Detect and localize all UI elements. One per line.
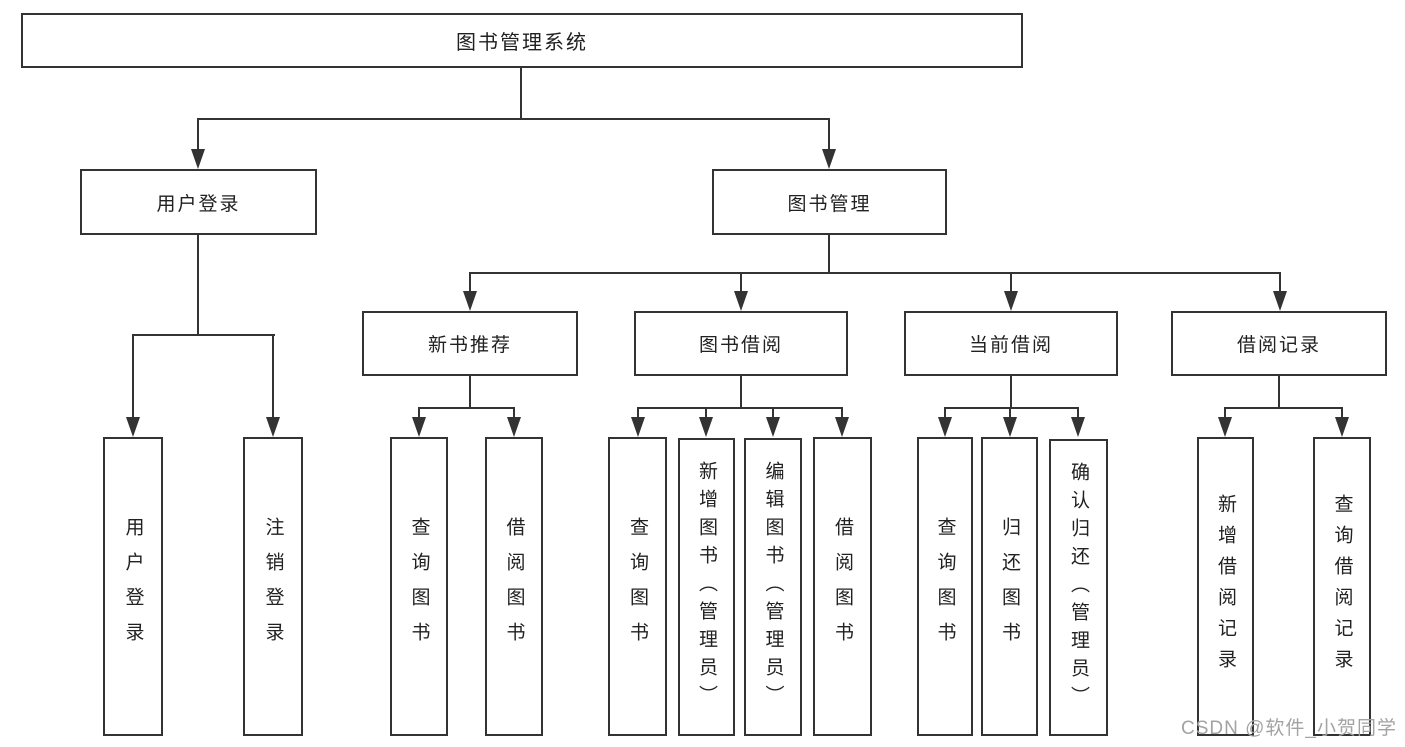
connector-line (944, 407, 946, 419)
connector-line (1224, 407, 1343, 409)
arrow-down-icon (1335, 417, 1349, 437)
leaf-confirm-return-admin: 确认归还（管理员） (1049, 439, 1108, 736)
arrow-down-icon (938, 417, 952, 437)
arrow-down-icon (126, 417, 140, 437)
csdn-watermark: CSDN @软件_小贺同学 (1181, 718, 1397, 739)
connector-line (637, 407, 843, 409)
leaf-add-book-admin: 新增图书（管理员） (678, 438, 735, 736)
connector-line (132, 334, 134, 419)
leaf-user-login: 用户登录 (103, 437, 163, 736)
connector-line (1010, 272, 1012, 294)
node-root-library-system: 图书管理系统 (21, 13, 1023, 68)
node-current-borrow: 当前借阅 (904, 311, 1118, 376)
arrow-down-icon (1218, 417, 1232, 437)
connector-line (772, 407, 774, 419)
node-user-login: 用户登录 (80, 169, 317, 235)
arrow-down-icon (1071, 417, 1085, 437)
connector-line (1010, 376, 1012, 407)
connector-line (418, 407, 420, 419)
arrow-down-icon (631, 417, 645, 437)
connector-line (740, 376, 742, 407)
connector-line (841, 407, 843, 419)
arrow-down-icon (1003, 417, 1017, 437)
leaf-return-book: 归还图书 (981, 437, 1038, 736)
node-book-borrow: 图书借阅 (634, 311, 848, 376)
connector-line (740, 272, 742, 294)
connector-line (197, 118, 830, 120)
leaf-borrow-books-recommend: 借阅图书 (485, 437, 543, 736)
connector-line (1279, 272, 1281, 294)
arrow-down-icon (412, 417, 426, 437)
node-new-book-recommend: 新书推荐 (362, 311, 578, 376)
connector-line (513, 407, 515, 419)
connector-line (1341, 407, 1343, 419)
arrow-down-icon (734, 291, 748, 311)
arrow-down-icon (766, 417, 780, 437)
arrow-down-icon (1273, 291, 1287, 311)
connector-line (469, 272, 1281, 274)
connector-line (1278, 376, 1280, 407)
arrow-down-icon (507, 417, 521, 437)
connector-line (944, 407, 1078, 409)
arrow-down-icon (822, 149, 836, 169)
connector-line (132, 334, 275, 336)
arrow-down-icon (191, 149, 205, 169)
connector-line (469, 376, 471, 407)
arrow-down-icon (1004, 291, 1018, 311)
arrow-down-icon (463, 291, 477, 311)
leaf-borrow-books: 借阅图书 (813, 437, 872, 736)
connector-line (828, 118, 830, 151)
leaf-query-borrow-record: 查询借阅记录 (1313, 437, 1371, 736)
connector-line (197, 118, 199, 151)
leaf-logout: 注销登录 (243, 437, 303, 736)
arrow-down-icon (266, 417, 280, 437)
connector-line (1009, 407, 1011, 419)
connector-line (1224, 407, 1226, 419)
connector-line (705, 407, 707, 419)
leaf-query-books-current: 查询图书 (917, 437, 973, 736)
node-book-management: 图书管理 (712, 169, 947, 235)
connector-line (469, 272, 471, 294)
connector-line (418, 407, 515, 409)
leaf-add-borrow-record: 新增借阅记录 (1197, 437, 1254, 736)
leaf-query-books-recommend: 查询图书 (390, 437, 448, 736)
connector-line (520, 68, 522, 118)
connector-line (272, 334, 274, 419)
arrow-down-icon (699, 417, 713, 437)
node-borrow-records: 借阅记录 (1171, 311, 1387, 376)
leaf-query-books-borrow: 查询图书 (608, 437, 667, 736)
connector-line (637, 407, 639, 419)
connector-line (1077, 407, 1079, 419)
connector-line (197, 235, 199, 334)
arrow-down-icon (835, 417, 849, 437)
connector-line (828, 235, 830, 272)
leaf-edit-book-admin: 编辑图书（管理员） (744, 438, 802, 736)
